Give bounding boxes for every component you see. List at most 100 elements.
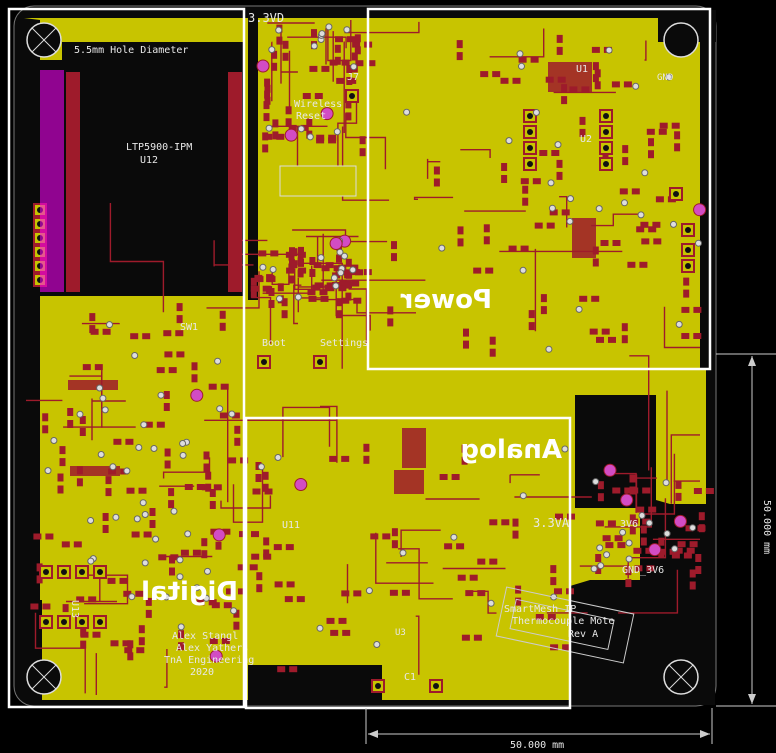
th-drill: [527, 113, 533, 119]
dimension-markers: 50.000 mm 50.000 mm: [365, 353, 776, 751]
smd-pad: [321, 265, 330, 272]
smd-pad: [80, 628, 87, 637]
smd-pad: [178, 642, 184, 651]
smd-pad: [595, 566, 602, 574]
smd-pad: [62, 604, 69, 613]
smd-pad: [540, 306, 547, 315]
trace: [413, 196, 454, 200]
j7-label: J7: [347, 72, 359, 83]
smd-pad: [307, 289, 316, 296]
mount-hole-tr: [663, 22, 699, 58]
u13-label: U13: [69, 600, 80, 618]
author-2: Alex Yathers: [176, 643, 248, 654]
th-drill: [685, 227, 691, 233]
via: [87, 517, 95, 524]
smd-pad: [363, 443, 370, 452]
smd-pad: [605, 542, 614, 549]
via: [330, 274, 338, 282]
trace: [426, 158, 441, 179]
smd-pad: [288, 275, 295, 284]
smd-pad: [592, 74, 599, 83]
smd-pad: [483, 236, 490, 245]
smd-pad: [168, 488, 175, 497]
smd-pad: [477, 590, 486, 597]
smd-pad: [345, 258, 352, 267]
smd-pad: [528, 310, 535, 319]
smd-pad: [286, 581, 295, 588]
smd-pad: [219, 412, 228, 419]
smd-pad: [532, 178, 541, 185]
smd-pad: [277, 283, 284, 292]
smd-pad: [256, 584, 263, 593]
via: [689, 524, 697, 532]
smd-pad: [359, 136, 366, 145]
smd-pad: [520, 178, 529, 185]
smd-pad: [285, 118, 292, 127]
smd-pad: [314, 93, 323, 99]
trace: [312, 298, 416, 314]
gnd-label: GND: [657, 73, 673, 83]
smd-pad: [341, 297, 350, 304]
smd-pad: [625, 567, 632, 576]
via: [317, 254, 325, 262]
trace: [269, 125, 328, 184]
smd-pad: [264, 133, 273, 140]
via: [157, 391, 165, 399]
trace: [34, 612, 86, 694]
smd-pad: [689, 541, 698, 548]
smd-pad: [334, 56, 341, 65]
smd-pad: [156, 367, 165, 374]
smd-pad: [671, 122, 680, 129]
smd-pad: [156, 421, 165, 428]
smd-pad: [123, 590, 132, 597]
trace: [282, 406, 331, 458]
smd-pad: [624, 487, 633, 494]
ic-footprint: [68, 380, 118, 390]
smd-pad: [338, 617, 347, 624]
module-header-pins: [40, 70, 242, 292]
smd-pad: [79, 416, 86, 424]
smd-pad: [492, 71, 501, 78]
smd-pad: [489, 519, 498, 526]
smd-pad: [391, 253, 397, 262]
smd-pad: [263, 537, 270, 546]
smd-pad: [629, 474, 636, 483]
hole-note: 5.5mm Hole Diameter: [74, 45, 188, 56]
smd-pad: [648, 150, 654, 159]
smd-pad: [325, 262, 334, 269]
smd-pad: [698, 512, 705, 521]
via: [131, 352, 139, 359]
testpoint-pad: [603, 463, 617, 477]
smd-pad: [335, 298, 342, 307]
smd-pad: [105, 476, 112, 485]
smd-pad: [144, 421, 153, 428]
smd-pad: [67, 408, 74, 416]
smd-pad: [335, 310, 342, 319]
smd-pad: [554, 588, 562, 595]
smd-pad: [262, 285, 271, 292]
smd-pad: [705, 488, 714, 494]
smd-pad: [250, 285, 259, 292]
smd-pad: [102, 525, 109, 533]
testpoint-pad: [209, 649, 223, 663]
smd-pad: [312, 284, 321, 291]
smd-pad: [391, 241, 397, 250]
smd-pad: [321, 65, 330, 72]
smd-pad: [113, 438, 122, 445]
smd-pad: [456, 543, 465, 550]
testpoint-pad: [294, 478, 308, 491]
via: [179, 451, 187, 459]
smd-pad: [169, 567, 175, 576]
via: [605, 46, 613, 54]
smd-pad: [102, 328, 111, 335]
smd-pad: [594, 69, 601, 78]
smd-pad: [163, 391, 170, 399]
smd-pad: [163, 330, 172, 337]
smd-pad: [76, 596, 85, 603]
smd-pad: [640, 221, 649, 228]
smd-pad: [208, 383, 217, 390]
smd-pad: [695, 554, 702, 562]
smd-pad: [249, 564, 258, 571]
via: [336, 248, 344, 256]
